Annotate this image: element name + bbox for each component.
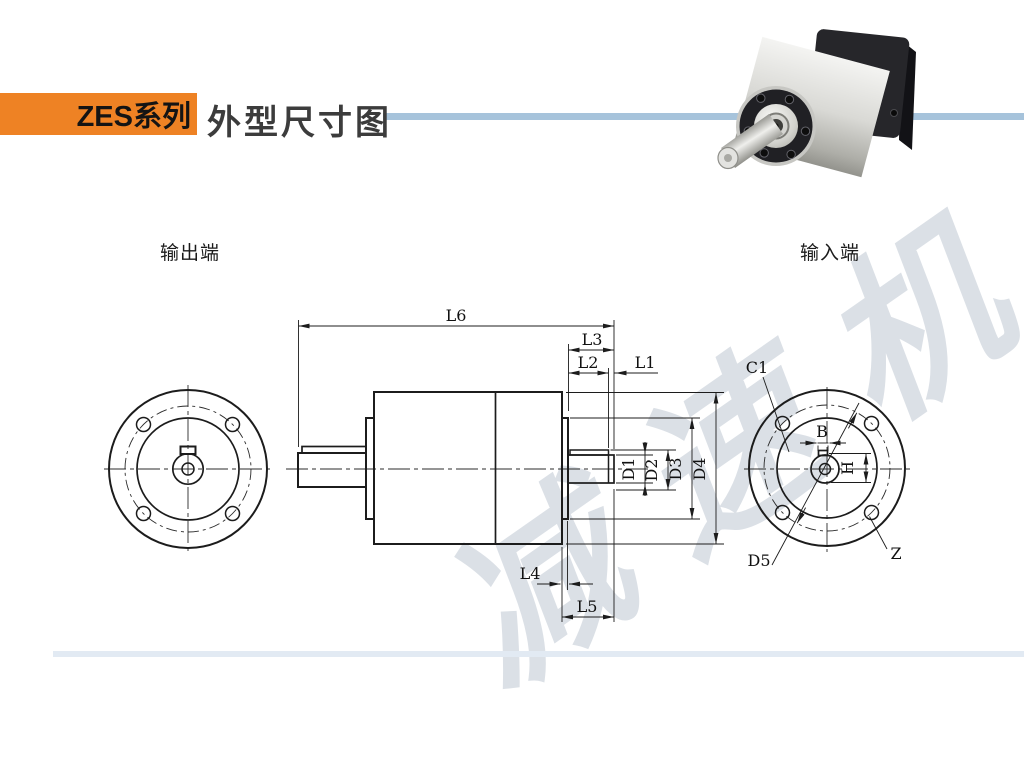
dim-label-d3: D3 xyxy=(666,457,685,480)
dim-label-l1: L1 xyxy=(635,353,656,372)
input-keyway xyxy=(817,449,829,457)
output-bolt-circle xyxy=(124,405,252,533)
output-keyway xyxy=(179,445,197,455)
dim-l6: L6 xyxy=(298,306,615,449)
output-inner-circle xyxy=(136,417,240,521)
side-output-shaft xyxy=(297,452,367,488)
dim-label-b: B xyxy=(816,422,828,441)
dim-label-c1: C1 xyxy=(746,358,768,377)
output-end-label: 输出端 xyxy=(160,243,221,264)
product-photo xyxy=(717,29,916,178)
dim-d3: D3 xyxy=(666,418,695,519)
technical-drawing: L6 L3 L2 L1 L4 xyxy=(104,29,916,622)
output-outer-circle xyxy=(108,389,268,549)
dim-l4: L4 xyxy=(520,521,593,622)
input-end-label: 输入端 xyxy=(800,243,861,264)
dim-label-d4: D4 xyxy=(690,457,709,480)
dim-l3: L3 xyxy=(568,330,614,411)
side-view: L6 L3 L2 L1 L4 xyxy=(286,306,724,622)
output-center-hole xyxy=(181,462,195,476)
dim-c1: C1 xyxy=(746,358,790,453)
header-divider-rule xyxy=(383,113,1024,120)
side-input-key xyxy=(569,449,610,456)
dim-label-z: Z xyxy=(890,544,901,563)
dim-l2: L2 xyxy=(568,353,609,448)
dim-d2: D2 xyxy=(642,450,671,490)
dim-label-l5: L5 xyxy=(577,597,598,616)
side-rear-step xyxy=(561,417,569,520)
dim-d4: D4 xyxy=(690,392,719,544)
dim-label-l3: L3 xyxy=(582,330,603,349)
series-badge-label: ZES系列 xyxy=(76,101,191,133)
input-center-hole xyxy=(818,462,832,476)
dim-label-d5: D5 xyxy=(747,551,770,570)
dim-label-d2: D2 xyxy=(642,458,661,481)
dim-label-l4: L4 xyxy=(520,564,541,583)
dim-l5: L5 xyxy=(562,489,615,622)
dim-h: H xyxy=(829,453,871,483)
side-body xyxy=(373,391,563,545)
side-front-step xyxy=(365,417,375,520)
photo-flange-hole xyxy=(890,109,898,117)
output-bolt-holes xyxy=(135,416,241,522)
dim-label-l2: L2 xyxy=(578,353,599,372)
input-outer-circle xyxy=(748,389,906,547)
photo-shaft-end-center xyxy=(724,154,732,162)
input-end-view: C1 B H D5 Z xyxy=(744,358,910,570)
output-end-view xyxy=(104,385,273,554)
dim-b: B xyxy=(800,422,846,451)
dim-d5: D5 xyxy=(747,402,860,570)
input-inner-circle xyxy=(776,417,878,519)
dim-d1: D1 xyxy=(619,442,648,496)
dim-label-l6: L6 xyxy=(446,306,467,325)
input-bolt-holes xyxy=(774,415,880,521)
diameter-extension-lines xyxy=(566,392,724,545)
table-top-strip xyxy=(53,651,1024,657)
dim-label-h: H xyxy=(838,461,857,475)
series-badge: ZES系列 xyxy=(0,93,197,135)
dim-label-d1: D1 xyxy=(619,457,638,480)
page-title: 外型尺寸图 xyxy=(207,104,392,142)
input-bolt-circle xyxy=(763,404,891,532)
dim-z: Z xyxy=(869,516,902,563)
dim-l1: L1 xyxy=(614,353,658,376)
